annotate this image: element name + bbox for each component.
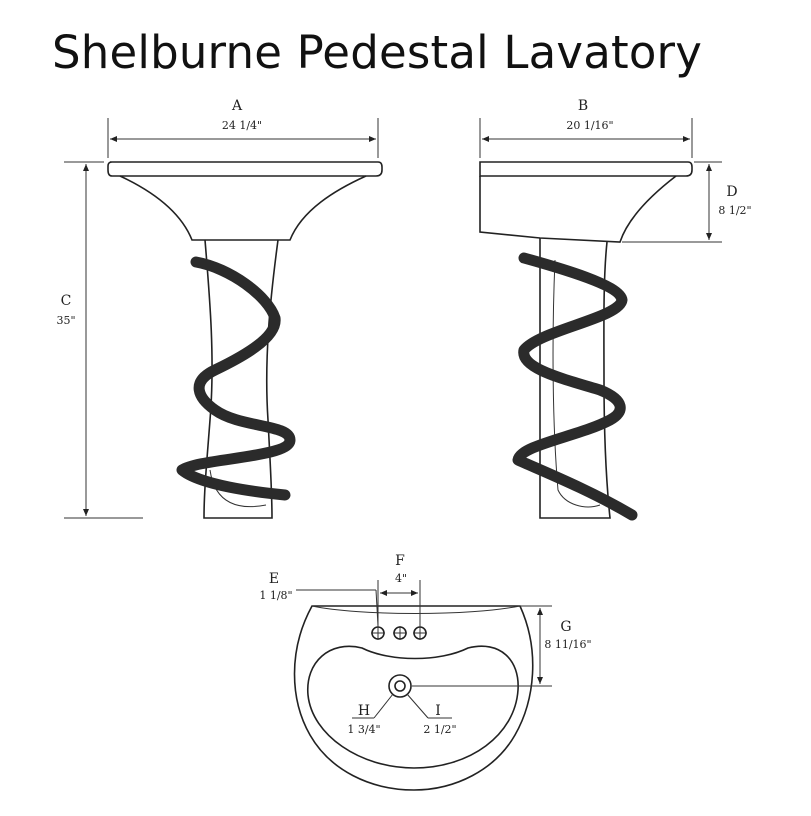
top-view: E 1 1/8" F 4" G 8 11/16" H 1 3/4" I 2 1/… — [259, 553, 592, 791]
dim-g-letter: G — [560, 619, 571, 635]
dim-c-value: 35" — [56, 314, 75, 327]
dim-d-value: 8 1/2" — [718, 204, 751, 217]
dim-f-value: 4" — [395, 572, 407, 585]
front-scribble — [176, 256, 296, 501]
front-view: A 24 1/4" C 35" — [56, 98, 383, 519]
dim-h-letter: H — [358, 703, 370, 719]
dim-i-letter: I — [435, 703, 441, 719]
dim-e-letter: E — [269, 571, 279, 587]
page-title: Shelburne Pedestal Lavatory — [52, 26, 703, 79]
dim-g-value: 8 11/16" — [544, 638, 591, 651]
dim-b-value: 20 1/16" — [566, 119, 613, 132]
dim-f-letter: F — [395, 553, 405, 569]
dim-b-letter: B — [578, 98, 588, 114]
dim-i-value: 2 1/2" — [423, 723, 456, 736]
dim-e-value: 1 1/8" — [259, 589, 292, 602]
dim-a-letter: A — [231, 98, 243, 114]
side-scribble — [512, 252, 638, 521]
dim-h-value: 1 3/4" — [347, 723, 380, 736]
dim-a-value: 24 1/4" — [222, 119, 262, 132]
side-view: B 20 1/16" D 8 1/2" — [479, 98, 752, 521]
dim-d-letter: D — [726, 184, 737, 200]
dim-c-letter: C — [61, 293, 72, 309]
